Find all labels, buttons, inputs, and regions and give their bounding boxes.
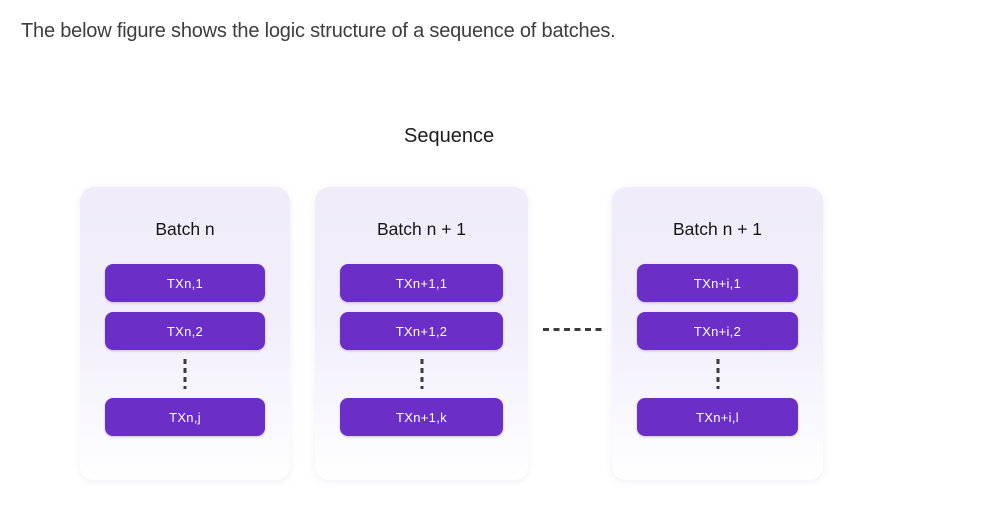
tx-box: TXn+i,2 (637, 312, 798, 350)
figure-caption: The below figure shows the logic structu… (21, 20, 616, 42)
tx-box: TXn,j (105, 398, 265, 436)
vertical-ellipsis-icon (420, 359, 423, 389)
batch-card-n-plus-i: Batch n + 1 TXn+i,1 TXn+i,2 TXn+i,l (612, 187, 823, 480)
tx-box: TXn,1 (105, 264, 265, 302)
tx-box: TXn+1,k (340, 398, 503, 436)
tx-box: TXn+i,1 (637, 264, 798, 302)
vertical-ellipsis-icon (716, 359, 719, 389)
tx-box: TXn,2 (105, 312, 265, 350)
batch-title: Batch n + 1 (376, 219, 467, 239)
batch-title: Batch n (155, 219, 215, 239)
dashed-connector-icon (543, 328, 606, 331)
batch-card-n-plus-1: Batch n + 1 TXn+1,1 TXn+1,2 TXn+1,k (315, 187, 528, 480)
tx-box: TXn+1,2 (340, 312, 503, 350)
sequence-label: Sequence (404, 125, 495, 147)
tx-box: TXn+1,1 (340, 264, 503, 302)
batch-title: Batch n + 1 (672, 219, 763, 239)
vertical-ellipsis-icon (183, 359, 187, 389)
tx-box: TXn+i,l (637, 398, 798, 436)
batch-card-n: Batch n TXn,1 TXn,2 TXn,j (80, 187, 290, 480)
